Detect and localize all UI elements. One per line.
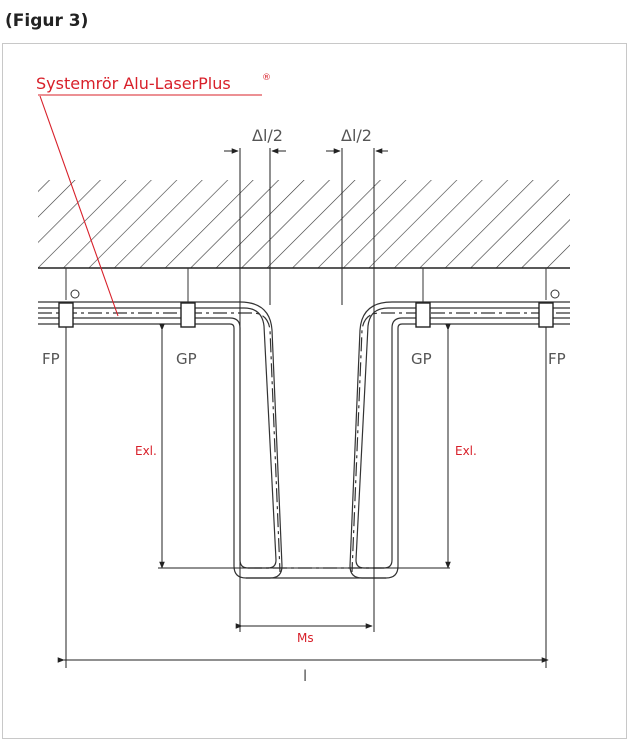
support-blocks — [58, 302, 554, 328]
delta-label-right: Δl/2 — [341, 126, 372, 145]
expansion-leg-label-right: Exl. — [455, 444, 477, 458]
wall-hatch — [38, 180, 570, 269]
pipe-hangers — [65, 268, 560, 305]
expansion-leg-label-left: Exl. — [135, 444, 157, 458]
guide-point-label-left: GP — [176, 350, 197, 368]
total-length-label: l — [303, 667, 307, 685]
mounting-span-label: Ms — [297, 631, 314, 645]
fixed-point-label-left: FP — [42, 350, 60, 368]
figure-heading: (Figur 3) — [5, 11, 89, 31]
pipe-run — [38, 301, 570, 579]
registered-mark: ® — [262, 73, 271, 83]
pipe-label-leader — [38, 94, 262, 317]
fixed-point-label-right: FP — [548, 350, 566, 368]
delta-label-left: Δl/2 — [252, 126, 283, 145]
figure-frame — [2, 43, 627, 739]
dimension-lines — [57, 148, 549, 668]
guide-point-label-right: GP — [411, 350, 432, 368]
pipe-system-label: Systemrör Alu-LaserPlus — [36, 74, 231, 93]
